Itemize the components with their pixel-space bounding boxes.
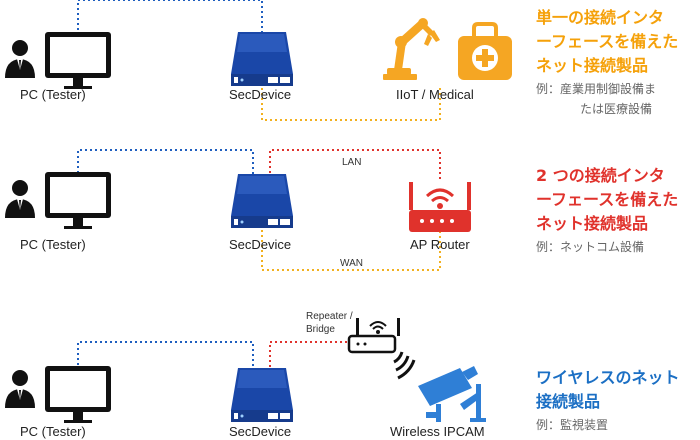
row3-title-line: ワイヤレスのネット [536,368,680,387]
row2-wan-link [261,230,441,271]
repeater-bridge-icon [347,318,400,354]
medical-kit-icon [458,22,512,80]
row1-title-line: ーフェースを備えた [536,32,679,51]
row3-description: ワイヤレスのネット 接続製品 例：監視装置 [536,366,700,434]
row2-title-line: ーフェースを備えた [536,190,679,209]
row1-lan-link [77,0,263,40]
row1-title-line: ネット接続製品 [536,56,649,75]
row1-description: 単一の接続インタ ーフェースを備えた ネット接続製品 例：産業用制御設備ま たは… [536,6,700,118]
row3-example-line: 例：監視装置 [536,418,609,432]
pc-monitor-icon [45,172,111,229]
row3-lan-link [77,341,254,372]
row3-bridge-link [269,341,350,372]
row3-title-line: 接続製品 [536,392,601,411]
row1-connections [77,0,441,121]
row2-title-line: ネット接続製品 [536,214,649,233]
robot-arm-icon [383,18,440,80]
secdevice-label: SecDevice [229,237,292,252]
row2-description: 2 つの接続インタ ーフェースを備えた ネット接続製品 例：ネットコム設備 [536,164,700,256]
secdevice-icon [231,368,293,422]
tester-person-icon [5,40,35,78]
wireless-ipcam-label: Wireless IPCAM [390,424,485,439]
row2-example-line: 例：ネットコム設備 [536,240,645,254]
wan-label: WAN [340,258,363,269]
repeater-label: Repeater / [306,311,353,322]
secdevice-icon [231,32,293,86]
row1-target-link [261,88,441,121]
row2-title-line: 2 つの接続インタ [536,166,665,185]
row2-lan-link [77,149,254,178]
pc-tester-label: PC (Tester) [20,87,86,102]
ap-router-label: AP Router [410,237,470,252]
row1-title-line: 単一の接続インタ [536,8,665,27]
pc-tester-label: PC (Tester) [20,424,86,439]
pc-monitor-icon [45,366,111,423]
iiot-medical-label: IIoT / Medical [396,87,474,102]
ap-router-icon [409,182,471,232]
tester-person-icon [5,370,35,408]
secdevice-icon [231,174,293,228]
row2-connections [77,149,441,271]
row3-connections [77,341,350,372]
secdevice-label: SecDevice [229,87,292,102]
lan-label: LAN [342,157,362,168]
row1-example-line: たは医療設備 [580,102,653,116]
secdevice-label: SecDevice [229,424,292,439]
ip-camera-icon [418,366,486,422]
pc-tester-label: PC (Tester) [20,237,86,252]
wireless-signal-icon [393,351,416,380]
tester-person-icon [5,180,35,218]
bridge-label: Bridge [306,324,335,335]
pc-monitor-icon [45,32,111,89]
row1-example-line: 例：産業用制御設備ま [536,82,657,96]
